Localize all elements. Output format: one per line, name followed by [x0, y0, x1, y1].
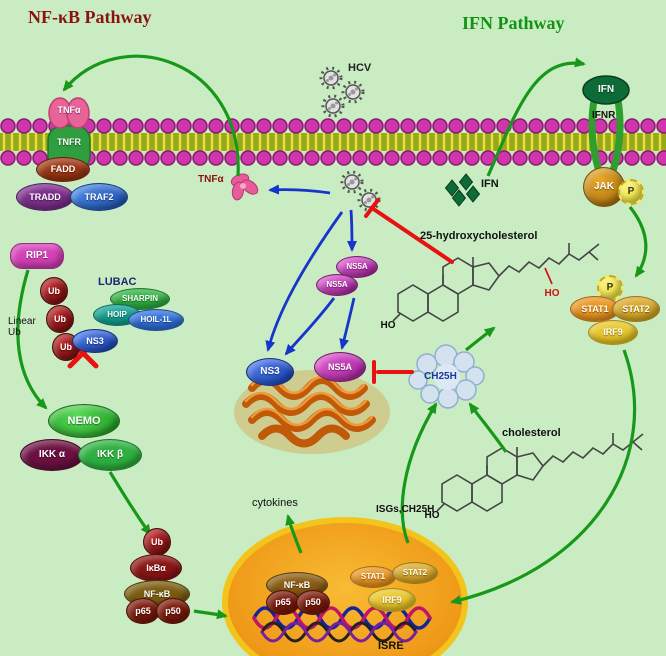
arrow-ifn-binds-ifnr — [486, 57, 586, 177]
arrow-cholesterol-to-ch25h — [468, 402, 508, 453]
svg-text:HO: HO — [545, 288, 560, 299]
arrow-stat-complex-to-isre — [450, 349, 637, 605]
arrow-nfkb-to-nucleus — [193, 609, 228, 620]
structure-25-hydroxycholesterol — [379, 242, 600, 332]
hydroxyl-25-position: HO — [544, 267, 560, 299]
protein-rip1: RIP1 — [10, 243, 64, 269]
arrow-ikk-to-ikba — [108, 471, 152, 536]
cell-membrane — [0, 117, 666, 167]
protein-p50-nucleus: p50 — [296, 590, 330, 615]
protein-stat1: STAT1 — [570, 296, 620, 322]
protein-p50-cytoplasm: p50 — [156, 598, 190, 624]
cytokines-label: cytokines — [252, 497, 298, 509]
arrow-tnfa-binds-tnfr — [62, 54, 240, 177]
cholesterol-label: cholesterol — [502, 427, 561, 439]
protein-ikba: IκBα — [130, 554, 182, 582]
protein-stat2: STAT2 — [612, 296, 660, 322]
protein-irf9: IRF9 — [588, 320, 638, 345]
protein-stat2-nucleus: STAT2 — [392, 562, 438, 584]
arrow-isgs-to-ch25h — [400, 402, 438, 544]
protein-hoil1l: HOIL-1L — [128, 309, 184, 331]
phospho-p-1: P — [618, 179, 644, 205]
title-ifn-pathway: IFN Pathway — [462, 13, 565, 33]
ub-circle-2: Ub — [46, 305, 74, 333]
hcv-label: HCV — [348, 62, 372, 74]
title-nfkb-pathway: NF-κB Pathway — [28, 7, 152, 27]
protein-stat1-nucleus: STAT1 — [350, 566, 396, 588]
protein-traf2: TRAF2 — [70, 183, 128, 211]
arrow-ns5a-to-er-2 — [339, 297, 356, 350]
arrow-jak-to-stat — [628, 206, 648, 278]
protein-ikk-alpha: IKK α — [20, 439, 84, 471]
ub-circle-4: Ub — [143, 528, 171, 556]
tnfa-ligand — [230, 173, 259, 201]
ch25h-enzyme — [408, 344, 485, 409]
protein-p65-cytoplasm: p65 — [126, 598, 160, 624]
arrow-hcv-to-tnfa — [268, 184, 331, 195]
isre-label: ISRE — [378, 640, 404, 652]
arrow-hcv-to-ns5a — [346, 209, 357, 252]
protein-ns3-er: NS3 — [246, 358, 294, 386]
endoplasmic-reticulum — [234, 370, 390, 454]
inhibit-25hc-blocks-hcv — [364, 198, 454, 264]
protein-fadd: FADD — [36, 157, 90, 182]
protein-ns5a-2: NS5A — [316, 274, 358, 296]
ch25h-label: CH25H — [424, 371, 457, 382]
arrow-nucleus-to-cytokines — [285, 514, 303, 554]
ifnr-label: IFNR — [592, 110, 616, 121]
isgs-ch25h-label: ISGs,CH25H — [376, 504, 435, 515]
ub-circle-1: Ub — [40, 277, 68, 305]
protein-nemo: NEMO — [48, 404, 120, 438]
arrow-ch25h-to-25hc — [465, 326, 496, 352]
protein-ns3-lubac: NS3 — [72, 329, 118, 353]
protein-ns5a-1: NS5A — [336, 256, 378, 278]
lubac-label: LUBAC — [98, 276, 137, 288]
ifn-receptor-top-label: IFN — [597, 84, 615, 95]
protein-tradd: TRADD — [16, 183, 74, 211]
inhibit-ch25h-blocks-ns5a — [372, 360, 414, 384]
tnfa-ligand-label: TNFα — [57, 105, 81, 115]
arrow-ns5a-to-er — [284, 297, 336, 356]
arrow-rip1-to-ikk — [16, 269, 48, 410]
ifn-center-label: IFN — [481, 178, 499, 190]
nucleus — [222, 517, 468, 656]
protein-p65-nucleus: p65 — [266, 590, 300, 615]
structure-cholesterol — [423, 432, 644, 522]
protein-ikk-beta: IKK β — [78, 439, 142, 471]
protein-irf9-nucleus: IRF9 — [368, 588, 416, 612]
ifn-ligands — [445, 173, 480, 207]
tnfr-label: TNFR — [57, 137, 81, 147]
25-hydroxycholesterol-label: 25-hydroxycholesterol — [420, 230, 538, 242]
linear-ub-label: Linear Ub — [8, 316, 36, 338]
tnfa-center-label: TNFα — [198, 174, 224, 185]
arrow-hcv-to-ns3 — [265, 211, 344, 352]
protein-ns5a-er: NS5A — [314, 352, 366, 382]
